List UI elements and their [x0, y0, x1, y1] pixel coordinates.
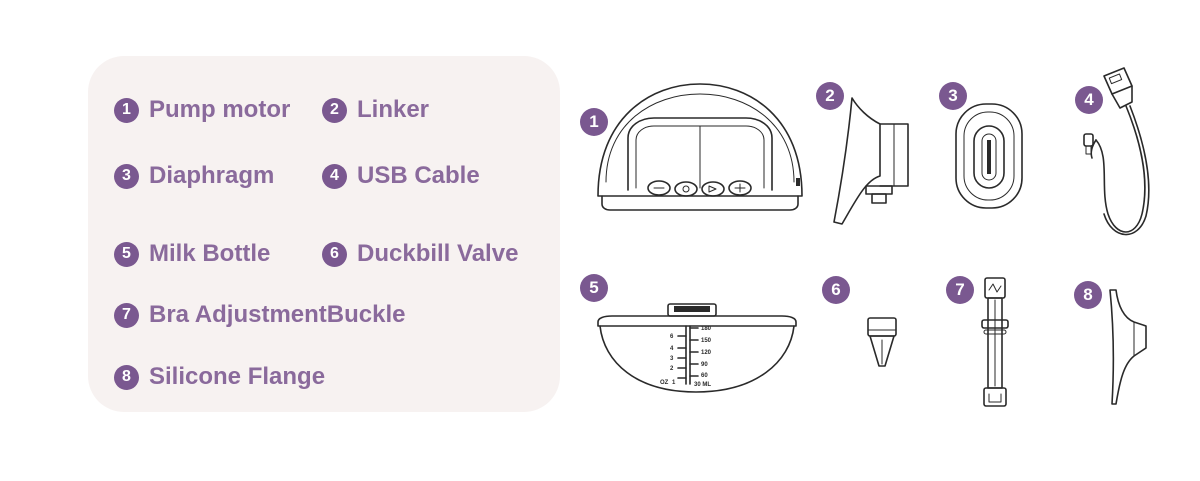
part-badge-8: 8 [1074, 281, 1102, 309]
scale-ml-mark: 60 [701, 373, 708, 379]
legend-item-pump-motor: 1 Pump motor [114, 96, 290, 124]
part-badge-7: 7 [946, 276, 974, 304]
number-badge: 3 [114, 163, 139, 189]
milk-bottle-illustration: 6 4 3 2 1 OZ 180 150 120 90 60 30 ML [597, 303, 797, 393]
legend-label: Linker [357, 96, 430, 123]
scale-oz-mark: 4 [670, 346, 674, 352]
number-badge: 8 [114, 364, 139, 390]
usb-cable-illustration [1083, 67, 1150, 236]
scale-oz-mark: 2 [670, 366, 674, 372]
silicone-flange-illustration [1109, 289, 1147, 405]
number-badge: 5 [114, 241, 139, 267]
linker-illustration [833, 97, 909, 225]
part-badge-5: 5 [580, 274, 608, 302]
duckbill-valve-illustration [867, 317, 897, 367]
diaphragm-illustration [955, 103, 1023, 209]
number-badge: 2 [322, 97, 347, 123]
legend-label: Milk Bottle [149, 240, 271, 267]
legend-label: Diaphragm [149, 162, 275, 189]
legend-label: Duckbill Valve [357, 240, 519, 267]
legend-label: Pump motor [149, 96, 291, 123]
scale-ml-mark: 120 [701, 350, 712, 356]
pump-motor-illustration [597, 83, 803, 211]
legend-label: USB Cable [357, 162, 480, 189]
legend-label: Silicone Flange [149, 363, 326, 390]
scale-ml-mark: 150 [701, 338, 712, 344]
scale-oz-mark: 6 [670, 334, 674, 340]
number-badge: 7 [114, 302, 139, 328]
legend-label: Bra AdjustmentBuckle [149, 301, 406, 328]
scale-ml-mark: 90 [701, 362, 708, 368]
number-badge: 4 [322, 163, 347, 189]
legend-item-duckbill-valve: 6 Duckbill Valve [322, 240, 518, 268]
scale-ml-mark: 30 ML [694, 382, 711, 388]
part-badge-1: 1 [580, 108, 608, 136]
legend-item-diaphragm: 3 Diaphragm [114, 162, 274, 190]
legend-item-silicone-flange: 8 Silicone Flange [114, 363, 325, 391]
number-badge: 1 [114, 97, 139, 123]
legend-item-linker: 2 Linker [322, 96, 429, 124]
scale-oz-mark: 3 [670, 356, 674, 362]
legend-item-milk-bottle: 5 Milk Bottle [114, 240, 270, 268]
legend-item-usb-cable: 4 USB Cable [322, 162, 480, 190]
scale-oz-unit: OZ [660, 380, 669, 386]
part-badge-6: 6 [822, 276, 850, 304]
scale-oz-mark: 1 [672, 380, 676, 386]
part-badge-2: 2 [816, 82, 844, 110]
legend-item-bra-adjustment-buckle: 7 Bra AdjustmentBuckle [114, 301, 406, 329]
part-badge-3: 3 [939, 82, 967, 110]
bra-buckle-illustration [981, 277, 1009, 407]
scale-ml-mark: 180 [701, 326, 712, 332]
part-badge-4: 4 [1075, 86, 1103, 114]
number-badge: 6 [322, 241, 347, 267]
